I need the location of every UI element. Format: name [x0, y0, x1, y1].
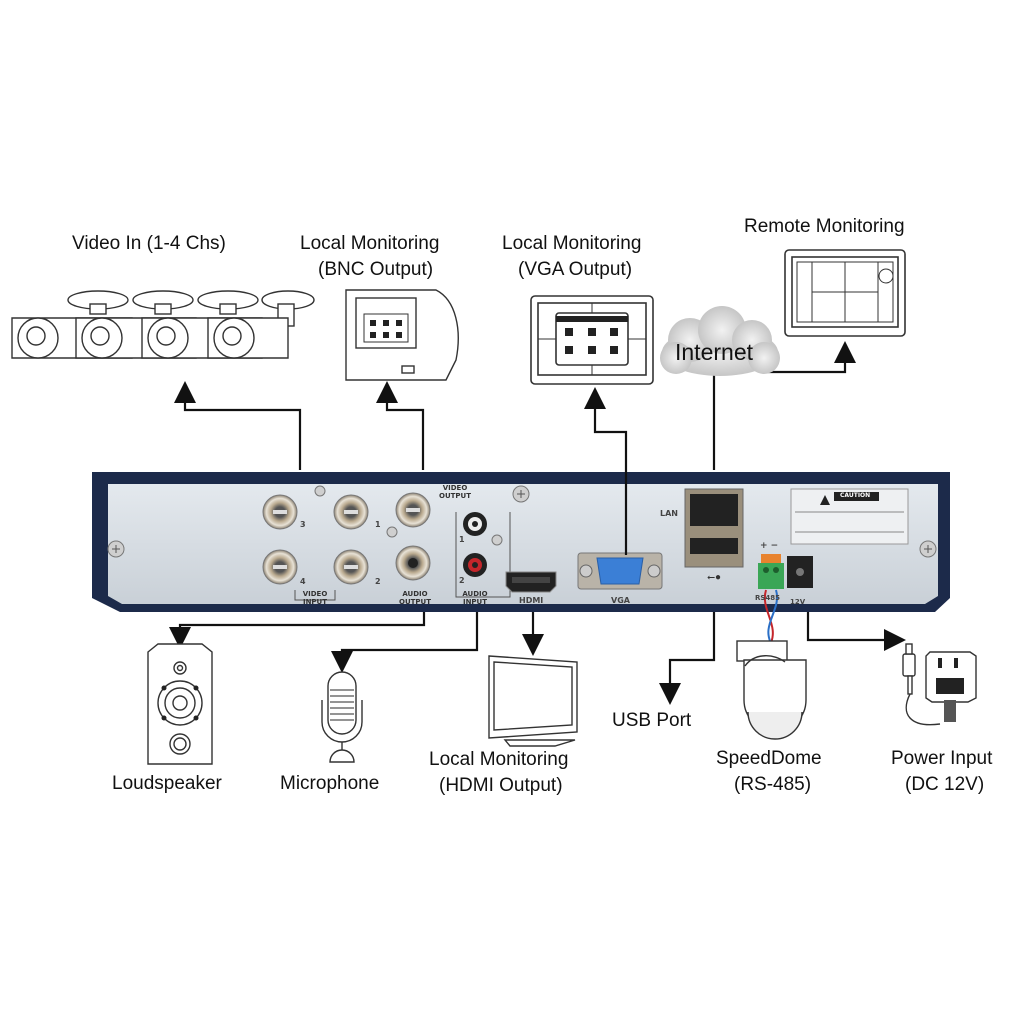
panel-label-audio-input: AUDIO INPUT	[462, 590, 488, 606]
label-bnc-monitor-line2: (BNC Output)	[318, 259, 434, 280]
screw-icon	[491, 534, 503, 546]
label-power-line1: Power Input	[891, 748, 993, 769]
bnc-video-input-3	[262, 494, 298, 530]
hdmi-port	[505, 571, 557, 593]
rca-audio-output	[395, 545, 431, 581]
panel-label-ch2: 2	[375, 577, 381, 586]
rs485-wire-red	[763, 589, 774, 646]
label-video-in: Video In (1-4 Chs)	[72, 233, 226, 254]
panel-label-audio-ch2: 2	[459, 576, 465, 585]
bnc-video-input-1	[333, 494, 369, 530]
usb-port	[690, 538, 738, 554]
label-hdmi-monitor-line1: Local Monitoring	[429, 749, 569, 770]
lan-usb-block	[684, 488, 744, 568]
panel-label-audio-output: AUDIO OUTPUT	[399, 590, 431, 606]
panel-label-vga: VGA	[611, 596, 630, 605]
dvr-rear-panel: ⭠●	[92, 472, 950, 612]
screw-icon	[386, 526, 398, 538]
bnc-video-output	[395, 492, 431, 528]
label-vga-monitor-line1: Local Monitoring	[502, 233, 642, 254]
label-power-line2: (DC 12V)	[905, 774, 985, 795]
arrow-loudspeaker	[169, 612, 426, 649]
screw-icon	[512, 485, 530, 503]
arrow-video-in	[174, 381, 302, 470]
label-loudspeaker: Loudspeaker	[112, 773, 222, 794]
panel-label-12v: 12V	[790, 598, 806, 606]
label-remote-monitoring: Remote Monitoring	[744, 216, 905, 237]
internet-cloud-icon	[660, 306, 780, 376]
power-adapter-icon	[902, 643, 977, 726]
arrow-bnc-output	[376, 381, 425, 470]
lcd-monitor-icon	[530, 295, 654, 385]
panel-label-video-output: VIDEO OUTPUT	[439, 484, 471, 500]
speed-dome-camera-icon	[736, 640, 807, 740]
remote-monitor-icon	[784, 249, 906, 337]
panel-label-rs485: RS485	[755, 594, 781, 602]
lan-port	[690, 494, 738, 526]
microphone-icon	[321, 671, 363, 763]
camera-group	[11, 290, 315, 359]
usb-icon: ⭠●	[707, 572, 721, 583]
label-internet: Internet	[675, 339, 753, 365]
rs485-wire-blue	[767, 589, 779, 646]
vga-port	[577, 552, 663, 590]
panel-label-lan: LAN	[660, 509, 678, 518]
bnc-video-input-2	[333, 549, 369, 585]
panel-label-polarity: + −	[760, 541, 779, 551]
panel-label-ch1: 1	[375, 520, 381, 529]
label-speeddome-line1: SpeedDome	[716, 748, 822, 769]
arrow-remote-monitoring	[762, 341, 856, 374]
label-microphone: Microphone	[280, 773, 380, 794]
crt-monitor-icon	[345, 289, 459, 381]
rca-audio-input-1	[463, 512, 487, 536]
arrow-power-input	[806, 612, 906, 651]
arrow-vga-output	[584, 387, 628, 555]
screw-icon	[314, 485, 326, 497]
label-bnc-monitor-line1: Local Monitoring	[300, 233, 440, 254]
rs485-terminal	[758, 554, 784, 589]
dc-power-jack	[787, 556, 813, 588]
connection-lines	[169, 341, 906, 705]
panel-label-audio-ch1: 1	[459, 535, 465, 544]
screw-icon	[107, 540, 125, 558]
panel-label-video-input: VIDEO INPUT	[302, 590, 328, 606]
label-speeddome-line2: (RS-485)	[734, 774, 812, 795]
arrow-usb-port	[659, 612, 716, 705]
panel-label-ch4: 4	[300, 577, 306, 586]
arrow-microphone	[331, 612, 479, 673]
rca-audio-input-2	[463, 553, 487, 577]
label-vga-monitor-line2: (VGA Output)	[518, 259, 633, 280]
panel-label-hdmi: HDMI	[519, 596, 544, 605]
caution-label	[790, 488, 909, 545]
bullet-camera-icon	[207, 290, 315, 359]
loudspeaker-icon	[147, 643, 213, 765]
bnc-video-input-4	[262, 549, 298, 585]
panel-label-caution: CAUTION	[840, 492, 871, 499]
panel-label-ch3: 3	[300, 520, 306, 529]
label-hdmi-monitor-line2: (HDMI Output)	[439, 775, 563, 796]
label-usb-port: USB Port	[612, 710, 692, 731]
flat-tv-icon	[488, 655, 578, 747]
screw-icon	[919, 540, 937, 558]
